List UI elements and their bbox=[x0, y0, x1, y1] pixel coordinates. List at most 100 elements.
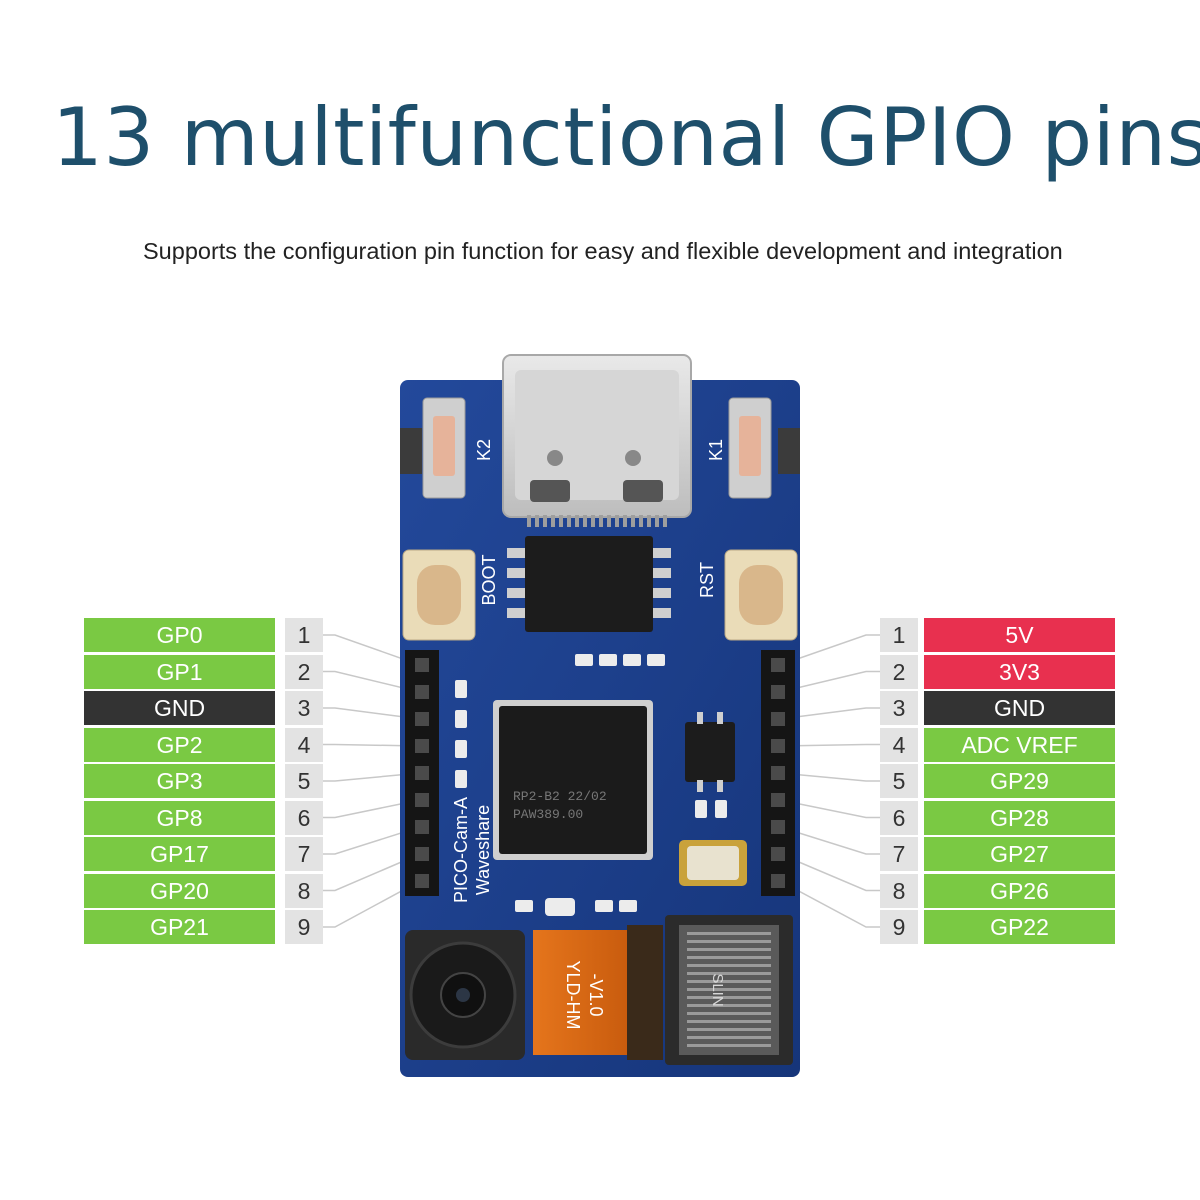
right-pin-number: 2 bbox=[880, 654, 918, 689]
right-leader-line bbox=[779, 670, 880, 693]
left-pin-label: GP0 bbox=[84, 618, 275, 652]
right-pin-number: 1 bbox=[880, 618, 918, 652]
left-pin-label: GP1 bbox=[84, 654, 275, 689]
right-pin-label: GP22 bbox=[924, 910, 1115, 944]
left-pin-label: GP2 bbox=[84, 727, 275, 762]
switch-k2-label: K2 bbox=[474, 439, 494, 461]
left-pin-label: GP8 bbox=[84, 800, 275, 835]
chip-label-line2: PAW389.00 bbox=[513, 807, 583, 822]
flash-chip bbox=[507, 536, 671, 632]
camera-flex-cable bbox=[533, 925, 663, 1060]
left-pin-number: 7 bbox=[285, 837, 323, 871]
right-pin-label: ADC VREF bbox=[924, 727, 1115, 762]
right-pin-label: 5V bbox=[924, 618, 1115, 652]
rst-button-label: RST bbox=[697, 562, 717, 598]
right-pin-number: 3 bbox=[880, 691, 918, 725]
left-pin-row-2: GP1 2 bbox=[84, 654, 323, 689]
left-pin-label: GND bbox=[84, 691, 275, 725]
left-leader-line bbox=[323, 853, 421, 892]
right-pin-label: GP27 bbox=[924, 837, 1115, 871]
left-leader-line bbox=[323, 743, 421, 747]
left-pin-label: GP20 bbox=[84, 873, 275, 908]
right-leader-line bbox=[779, 880, 880, 928]
left-leader-line bbox=[323, 634, 421, 666]
left-leader-line bbox=[323, 799, 421, 819]
notch-left bbox=[400, 428, 422, 474]
flex-label-line1: YLD-HM bbox=[563, 960, 583, 1029]
right-leader-line bbox=[779, 853, 880, 892]
right-pin-number: 5 bbox=[880, 764, 918, 798]
left-pin-row-3: GND 3 bbox=[84, 691, 323, 725]
left-pin-row-9: GP21 9 bbox=[84, 910, 323, 944]
board-brand-silkscreen: Waveshare bbox=[473, 805, 493, 895]
right-leader-line bbox=[779, 826, 880, 855]
right-pin-label: GP28 bbox=[924, 800, 1115, 835]
left-pin-number: 5 bbox=[285, 764, 323, 798]
boot-button bbox=[402, 549, 476, 641]
switch-k1-label: K1 bbox=[706, 439, 726, 461]
left-pin-header bbox=[405, 650, 439, 896]
left-pin-row-1: GP0 1 bbox=[84, 618, 323, 652]
page-title: 13 multifunctional GPIO pins bbox=[52, 91, 1200, 184]
left-pin-row-7: GP17 7 bbox=[84, 837, 323, 871]
left-pin-label: GP17 bbox=[84, 837, 275, 871]
right-pin-label: GND bbox=[924, 691, 1115, 725]
left-leader-line bbox=[323, 880, 421, 928]
left-leader-line bbox=[323, 772, 421, 782]
right-pin-label: GP29 bbox=[924, 764, 1115, 798]
pico-cam-board: K2 K1 BOOT RST RP2-B2 22/02 PAW389.00 bbox=[400, 354, 800, 1077]
left-pin-number: 1 bbox=[285, 618, 323, 652]
right-pin-number: 7 bbox=[880, 837, 918, 871]
right-pin-label: 3V3 bbox=[924, 654, 1115, 689]
left-pin-row-8: GP20 8 bbox=[84, 873, 323, 908]
left-pin-number: 2 bbox=[285, 654, 323, 689]
small-capacitors bbox=[455, 654, 727, 916]
right-leader-line bbox=[779, 799, 880, 819]
usb-c-connector bbox=[502, 354, 692, 527]
left-leader-line bbox=[323, 670, 421, 693]
right-leader-line bbox=[779, 743, 880, 747]
board-name-silkscreen: PICO-Cam-A bbox=[451, 797, 471, 903]
left-pin-label: GP3 bbox=[84, 764, 275, 798]
left-pin-row-5: GP3 5 bbox=[84, 764, 323, 798]
chip-label-line1: RP2-B2 22/02 bbox=[513, 789, 607, 804]
left-pin-number: 3 bbox=[285, 691, 323, 725]
fpc-connector-label: SLIN bbox=[709, 973, 726, 1006]
left-pin-number: 6 bbox=[285, 800, 323, 835]
right-leader-line bbox=[779, 634, 880, 666]
crystal bbox=[679, 840, 747, 886]
camera-module bbox=[405, 930, 525, 1060]
left-leader-line bbox=[323, 826, 421, 855]
switch-k2 bbox=[422, 397, 466, 499]
fpc-connector bbox=[665, 915, 793, 1065]
left-pin-label: GP21 bbox=[84, 910, 275, 944]
rst-button bbox=[724, 549, 798, 641]
left-pin-row-6: GP8 6 bbox=[84, 800, 323, 835]
right-pin-header bbox=[761, 650, 795, 896]
rp2040-chip bbox=[493, 700, 653, 860]
flex-label-line2: -V1.0 bbox=[586, 973, 606, 1016]
switch-k1 bbox=[728, 397, 772, 499]
right-leader-line bbox=[779, 707, 880, 720]
notch-right bbox=[778, 428, 800, 474]
left-pin-row-4: GP2 4 bbox=[84, 727, 323, 762]
right-pin-number: 8 bbox=[880, 873, 918, 908]
left-pin-number: 8 bbox=[285, 873, 323, 908]
left-pin-number: 4 bbox=[285, 727, 323, 762]
right-pin-label: GP26 bbox=[924, 873, 1115, 908]
left-pin-number: 9 bbox=[285, 910, 323, 944]
right-pin-number: 4 bbox=[880, 727, 918, 762]
boot-button-label: BOOT bbox=[479, 554, 499, 605]
right-pin-number: 6 bbox=[880, 800, 918, 835]
right-pin-number: 9 bbox=[880, 910, 918, 944]
